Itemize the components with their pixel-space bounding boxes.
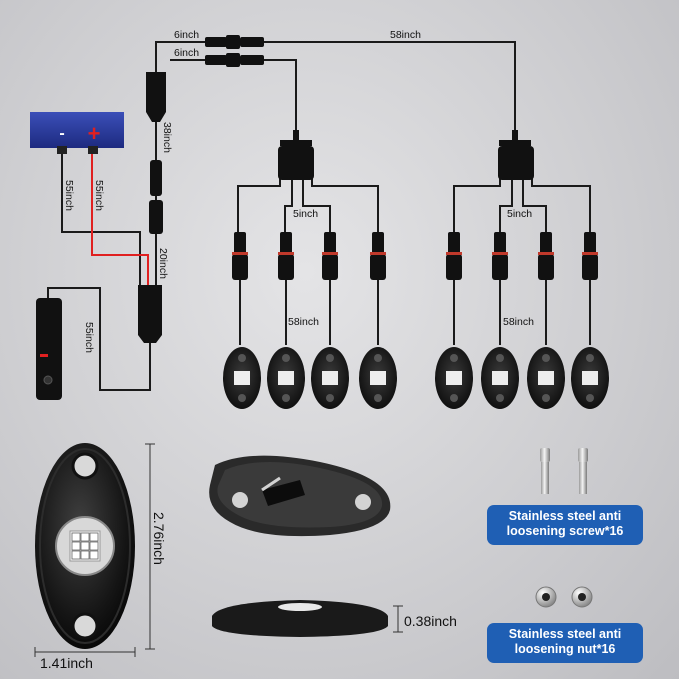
battery-pos-terminal <box>88 146 98 154</box>
pod-side-profile <box>212 600 388 637</box>
dimension-lines <box>34 443 403 657</box>
pod-connectors <box>232 232 598 280</box>
pod-left-label: 58inch <box>288 316 319 328</box>
battery <box>30 112 124 148</box>
switch-cable-label: 55inch <box>83 322 95 353</box>
battery-positive-label: + <box>88 121 101 146</box>
thickness-label: 0.38inch <box>404 613 457 629</box>
main-cable-label: 38inch <box>161 122 173 153</box>
pod-lights <box>223 347 609 409</box>
positive-wire <box>91 150 149 285</box>
split-left-label: 5inch <box>293 208 318 220</box>
neg-lead-label: 55inch <box>63 180 75 211</box>
screw-icon <box>540 448 588 494</box>
large-pod-light <box>35 443 135 649</box>
mounting-bracket <box>209 455 391 537</box>
switch-indicator <box>40 354 48 357</box>
battery-negative-label: - <box>59 125 64 142</box>
switch-link-label: 20inch <box>157 248 169 279</box>
pod-right-label: 58inch <box>503 316 534 328</box>
connectors <box>36 35 534 400</box>
nut-icon <box>535 586 593 608</box>
pos-lead-label: 55inch <box>93 180 105 211</box>
long-cable-label: 58inch <box>390 29 421 41</box>
cable-lines <box>47 41 591 391</box>
screw-caption: Stainless steel anti loosening screw*16 <box>487 505 643 545</box>
top-cable-2-label: 6inch <box>174 47 199 59</box>
nut-caption: Stainless steel anti loosening nut*16 <box>487 623 643 663</box>
split-right-label: 5inch <box>507 208 532 220</box>
connector-seals <box>232 252 598 255</box>
height-label: 2.76inch <box>151 512 167 565</box>
top-cable-1-label: 6inch <box>174 29 199 41</box>
width-label: 1.41inch <box>40 655 93 671</box>
battery-neg-terminal <box>57 146 67 154</box>
switch-button <box>43 375 53 385</box>
